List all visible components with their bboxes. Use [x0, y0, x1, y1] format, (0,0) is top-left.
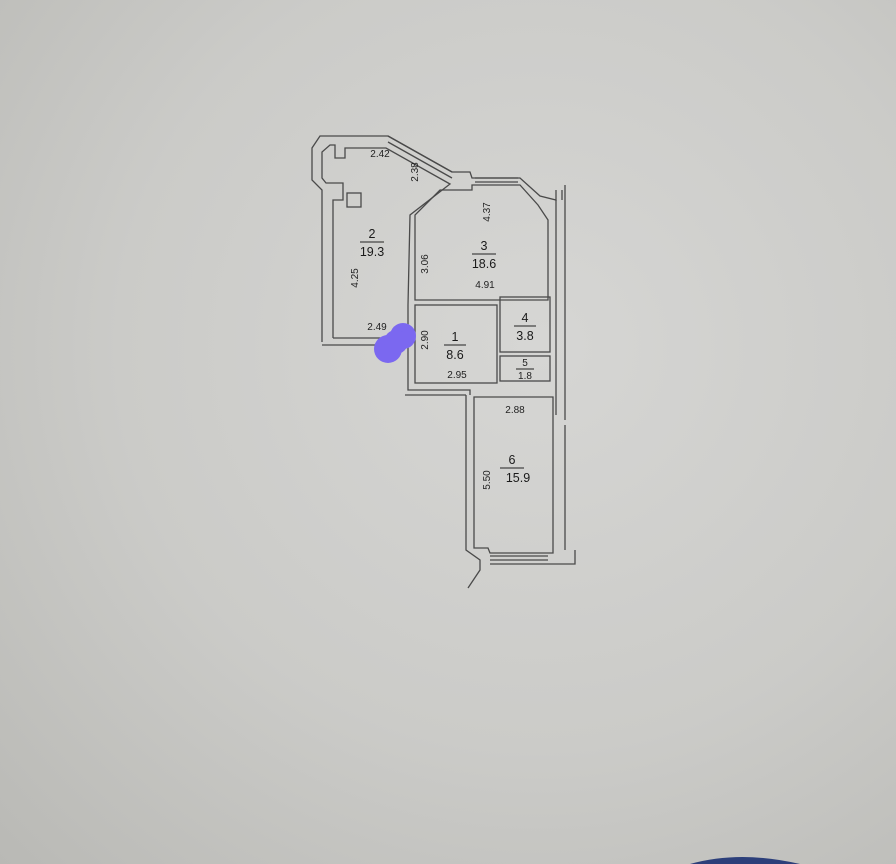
dim-room6-top: 2.88	[505, 405, 525, 416]
walls	[311, 135, 576, 589]
room-5-number: 5	[522, 358, 528, 369]
dim-room3-top: 4.37	[482, 202, 493, 222]
room-2-area: 19.3	[360, 245, 384, 259]
room-4-number: 4	[522, 311, 529, 325]
dim-room1-side: 2.90	[420, 330, 431, 350]
room-2-number: 2	[369, 227, 376, 241]
room-1-number: 1	[452, 330, 459, 344]
dim-room2-diag: 2.38	[410, 162, 421, 182]
room-4-area: 3.8	[516, 329, 533, 343]
redaction-mark	[374, 323, 416, 363]
dim-room2-top: 2.42	[370, 149, 390, 160]
dim-room1-bottom: 2.95	[447, 370, 467, 381]
room-3-area: 18.6	[472, 257, 496, 271]
dim-room3-side: 3.06	[420, 254, 431, 274]
room-1-area: 8.6	[446, 348, 463, 362]
room-labels: 2 19.3 3 18.6 1 8.6 4 3.8 5 1.8 6 15.9	[360, 227, 536, 485]
dim-room2-bottom: 2.49	[367, 322, 387, 333]
dim-room6-side: 5.50	[482, 470, 493, 490]
room-6-number: 6	[509, 453, 516, 467]
room-3-number: 3	[481, 239, 488, 253]
dimension-labels: 2.42 2.38 4.25 2.49 4.37 3.06 4.91 2.90 …	[350, 149, 525, 490]
room-6-area: 15.9	[506, 471, 530, 485]
room-5-area: 1.8	[518, 371, 532, 382]
dim-room2-side: 4.25	[350, 268, 361, 288]
dim-room3-bottom: 4.91	[475, 280, 495, 291]
stamp-seal	[690, 857, 800, 864]
